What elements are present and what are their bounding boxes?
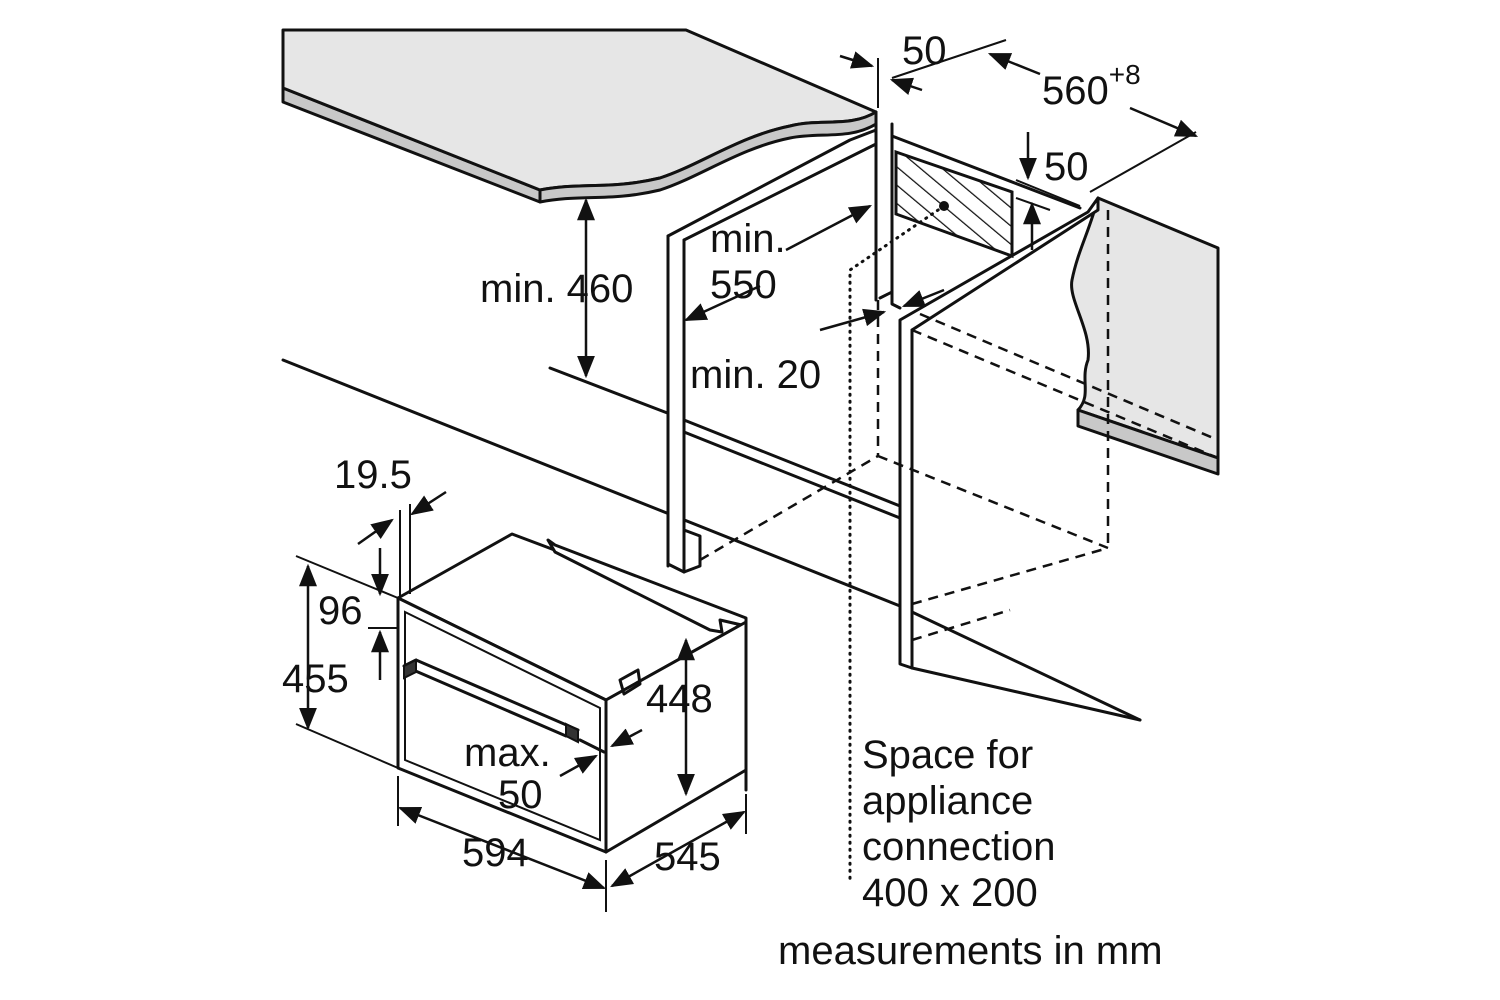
label-560-tolerance: +8 bbox=[1109, 59, 1141, 90]
connection-note-line1: Space for bbox=[862, 733, 1033, 777]
hidden-lines bbox=[699, 210, 1219, 642]
cabinet-niche bbox=[666, 116, 1142, 722]
label-455: 455 bbox=[282, 657, 349, 701]
label-50-right: 50 bbox=[1044, 145, 1089, 189]
floor-lines bbox=[281, 358, 1142, 722]
label-min-550-line1: min. bbox=[710, 217, 786, 261]
dimension-lines bbox=[295, 39, 1199, 912]
connection-zone bbox=[848, 149, 1014, 882]
connection-note-line2: appliance bbox=[862, 779, 1033, 823]
label-min-460: min. 460 bbox=[480, 267, 633, 311]
label-19-5: 19.5 bbox=[334, 453, 412, 497]
connection-note-line4: 400 x 200 bbox=[862, 871, 1038, 915]
right-worktop bbox=[1070, 196, 1220, 476]
label-594: 594 bbox=[462, 831, 529, 875]
connection-note-line3: connection bbox=[862, 825, 1055, 869]
label-50-top: 50 bbox=[902, 29, 947, 73]
label-max-50-line2: 50 bbox=[498, 773, 543, 817]
label-min-550-line2: 550 bbox=[710, 263, 777, 307]
dimension-labels: 50 560+8 50 min. 460 min. 550 min. 20 19… bbox=[282, 29, 1141, 879]
label-96: 96 bbox=[318, 589, 363, 633]
appliance bbox=[396, 532, 748, 854]
label-545: 545 bbox=[654, 835, 721, 879]
left-worktop bbox=[281, 28, 878, 204]
label-560: 560+8 bbox=[1042, 59, 1141, 113]
units-note: measurements in mm bbox=[778, 929, 1163, 973]
label-max-50-line1: max. bbox=[464, 731, 551, 775]
connection-note: Space for appliance connection 400 x 200 bbox=[862, 733, 1055, 915]
label-min-20: min. 20 bbox=[690, 353, 821, 397]
label-560-value: 560 bbox=[1042, 69, 1109, 113]
label-448: 448 bbox=[646, 677, 713, 721]
